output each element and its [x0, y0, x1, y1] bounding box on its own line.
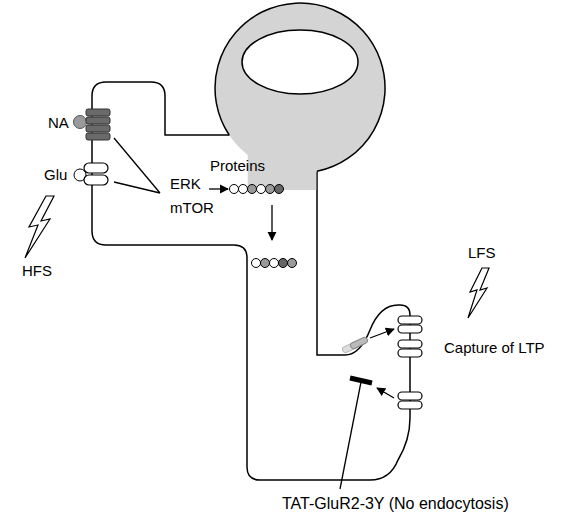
ampa-receptor: [398, 392, 422, 409]
receptor-ghost: [350, 336, 369, 349]
stimulus-label: LFS: [468, 244, 496, 261]
protein-chain: [230, 185, 284, 194]
na-receptor: [86, 109, 110, 140]
kinase-label: mTOR: [170, 199, 214, 216]
inhibitor-line: [340, 382, 361, 489]
nucleus: [242, 30, 358, 94]
arrow: [377, 388, 394, 398]
kinase-label: ERK: [170, 175, 201, 192]
glutamate-receptor: [84, 163, 108, 173]
drug-label: TAT-GluR2-3Y (No endocytosis): [282, 495, 509, 512]
receptor-subunit: [398, 392, 422, 400]
protein-bead: [257, 185, 266, 194]
protein-bead: [279, 259, 288, 268]
receptor-subunit: [398, 401, 422, 409]
soma-outline: [215, 3, 385, 171]
receptor-subunit: [398, 340, 422, 348]
ampa-receptor: [398, 316, 422, 333]
glutamate-receptor: [84, 175, 108, 185]
process-label: Capture of LTP: [444, 339, 545, 356]
protein-bead: [239, 185, 248, 194]
protein-chain: [252, 259, 297, 268]
stimulus-label: HFS: [22, 262, 52, 279]
receptor-subunit: [86, 109, 110, 116]
receptor-subunit: [398, 349, 422, 357]
receptor-subunit: [86, 133, 110, 140]
moving-receptor: [342, 336, 369, 353]
signal-lines: [114, 138, 160, 193]
inhibitor-bar: [350, 378, 372, 383]
protein-bead: [288, 259, 297, 268]
receptor-subunit: [86, 125, 110, 132]
receptor-subunit: [398, 325, 422, 333]
protein-bead: [261, 259, 270, 268]
protein-bead: [252, 259, 261, 268]
protein-bead: [230, 185, 239, 194]
protein-label: Proteins: [210, 157, 265, 174]
ligand-label: Glu: [44, 166, 67, 183]
protein-bead: [266, 185, 275, 194]
arrow: [370, 329, 394, 338]
receptor-subunit: [398, 316, 422, 324]
receptor-subunit: [86, 117, 110, 124]
protein-bead: [275, 185, 284, 194]
lightning-symbol: [468, 268, 489, 318]
lightning-symbol: [25, 196, 54, 258]
protein-bead: [248, 185, 257, 194]
arrow: [209, 188, 228, 189]
ampa-receptor: [398, 340, 422, 357]
noradrenaline-dot: [74, 116, 87, 129]
ligand-label: NA: [48, 114, 69, 131]
arrow: [271, 205, 272, 240]
protein-bead: [270, 259, 279, 268]
